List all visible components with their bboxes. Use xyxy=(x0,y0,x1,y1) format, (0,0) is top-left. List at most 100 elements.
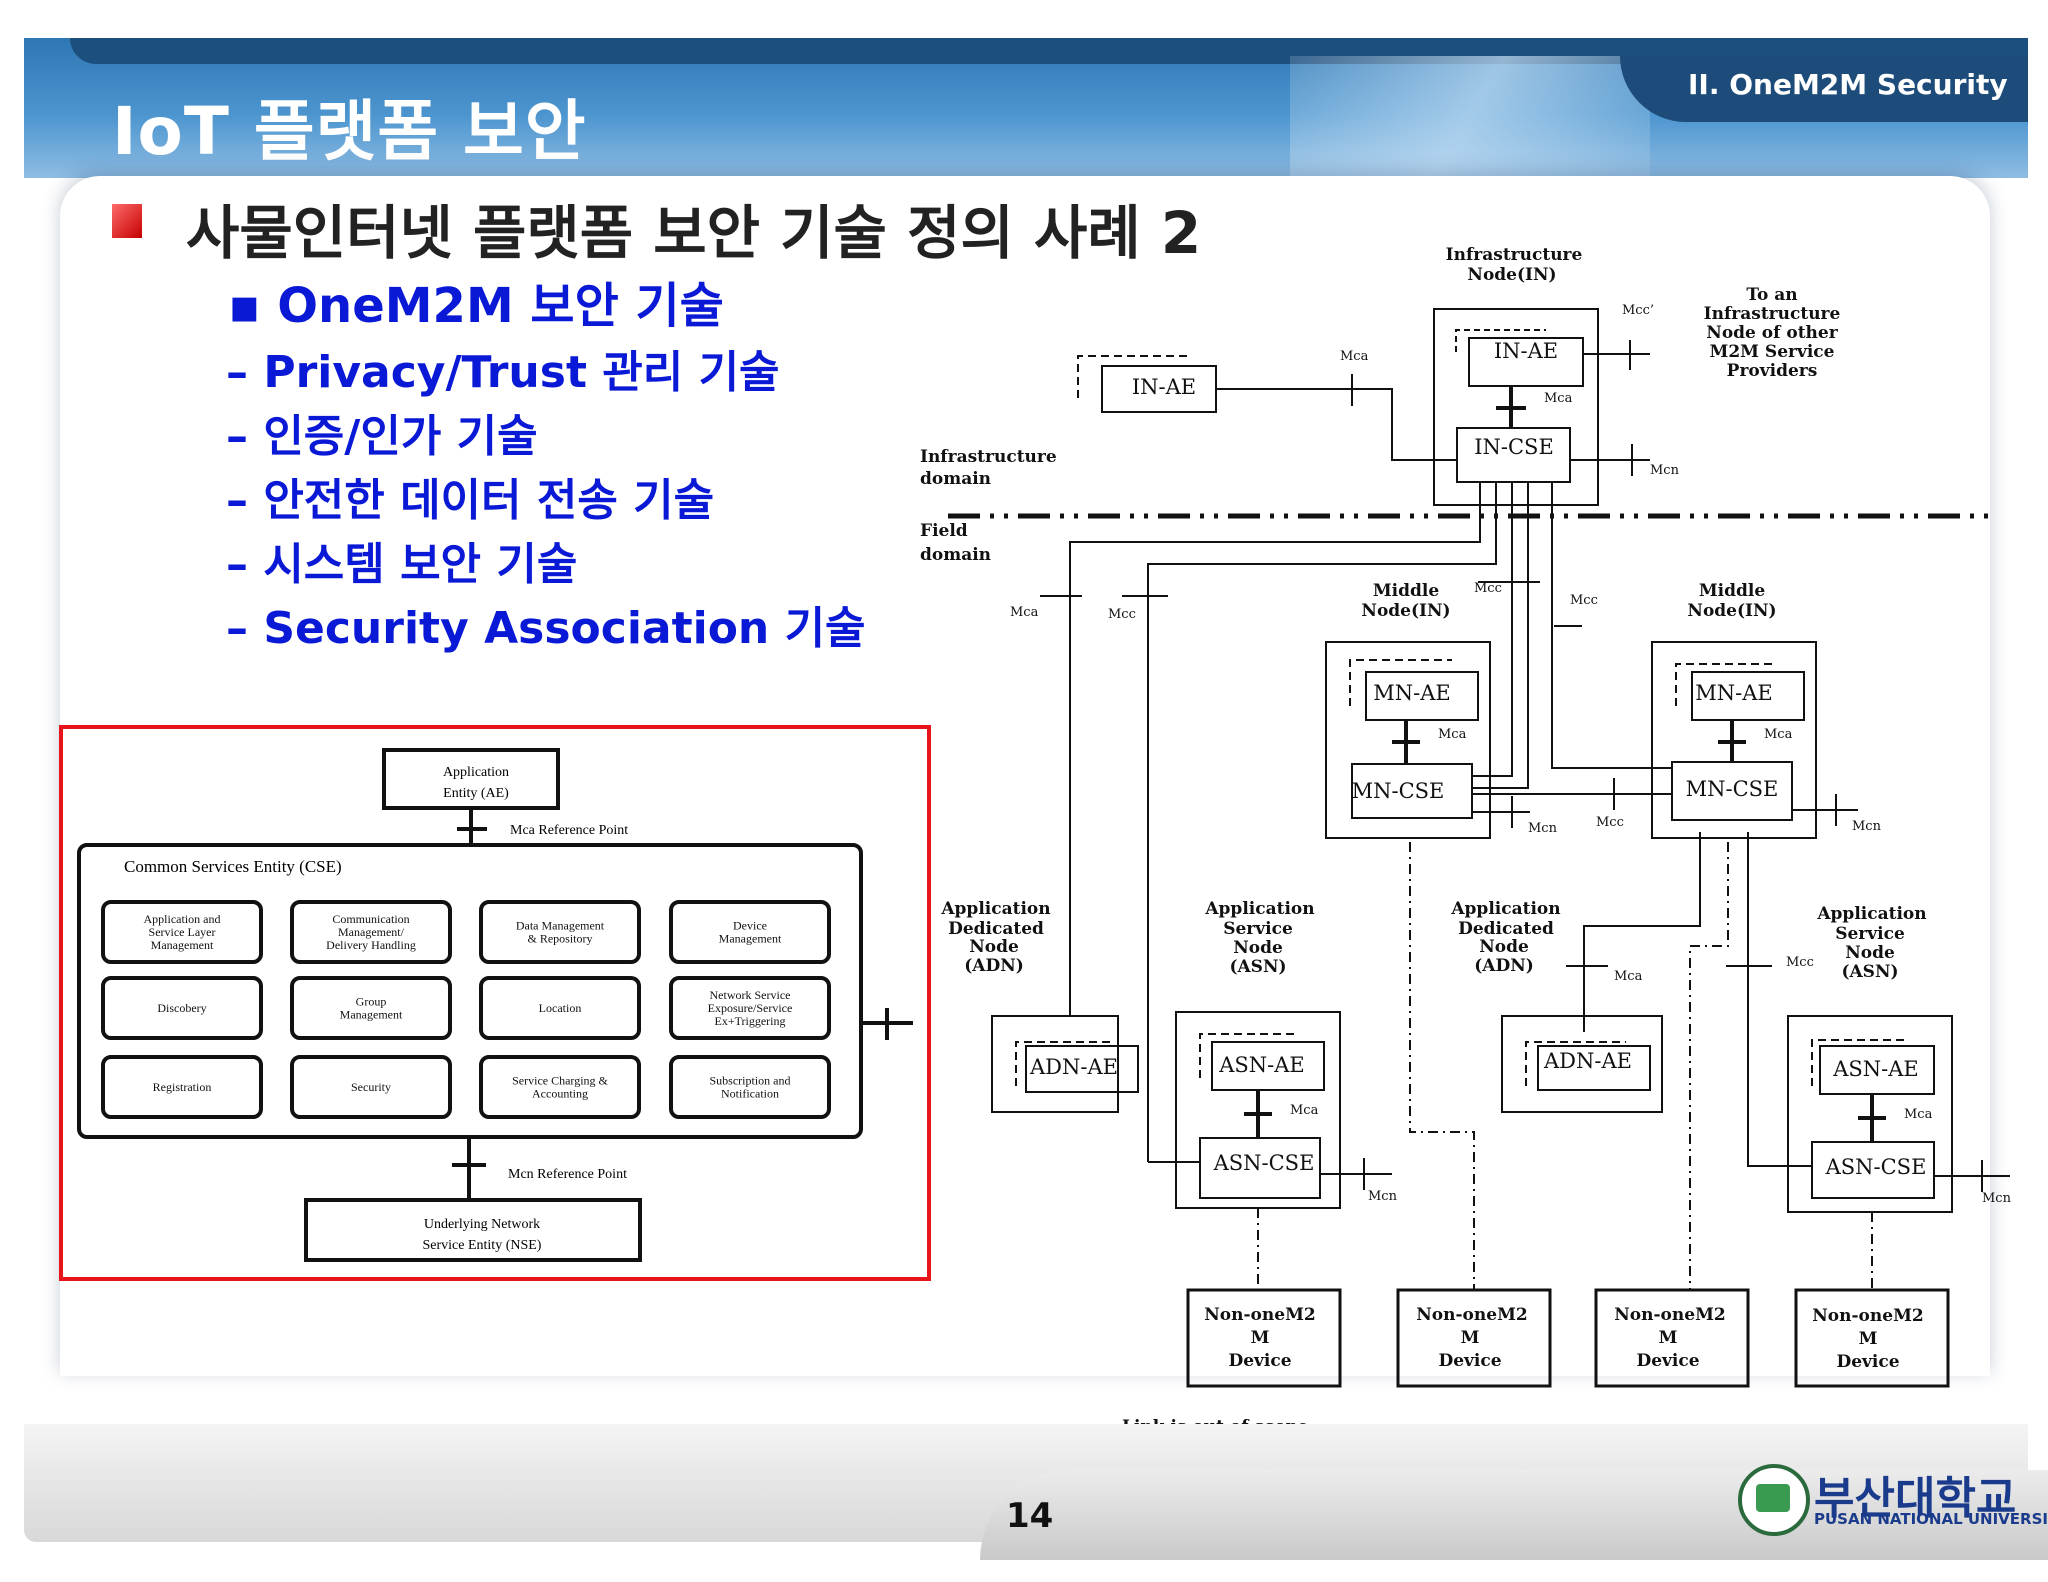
cse-module-label: Management xyxy=(151,938,214,952)
non-onem2m-label: M xyxy=(1251,1328,1270,1348)
list-item: – Security Association 기술 xyxy=(226,603,866,654)
cse-module-label: Service Charging & xyxy=(512,1074,608,1088)
cse-module-label: Registration xyxy=(153,1080,212,1094)
list-item: – 안전한 데이터 전송 기술 xyxy=(226,475,715,526)
asn-label: Application xyxy=(1204,899,1314,919)
middle-node-label: Middle xyxy=(1373,581,1440,601)
asn-label: (ASN) xyxy=(1229,957,1286,977)
cse-module-label: & Repository xyxy=(528,932,593,946)
asn-ae-box xyxy=(1211,1041,1325,1091)
mca-label: Mca xyxy=(1010,605,1039,620)
footer-curve xyxy=(980,1470,2048,1560)
in-ae-inner-box xyxy=(1468,337,1584,387)
mcn-label: Mcn xyxy=(1982,1191,2012,1206)
cse-module-label: Discobery xyxy=(157,1001,206,1015)
adn-label: Dedicated xyxy=(1458,919,1554,939)
adn-label: Node xyxy=(1479,937,1529,957)
mca-label: Mca xyxy=(1614,969,1643,984)
middle-node-box xyxy=(1325,641,1491,839)
cse-module-label: Communication xyxy=(332,912,409,926)
mca-label: Mca xyxy=(1764,727,1793,742)
cse-module-label: Management/ xyxy=(338,925,405,939)
cse-module-box xyxy=(479,1055,641,1119)
asn-label: (ASN) xyxy=(1841,962,1898,982)
asn-label: Node xyxy=(1233,938,1283,958)
sub-heading: ▪ OneM2M 보안 기술 xyxy=(228,278,724,334)
cse-module-box xyxy=(101,900,263,964)
cse-module-label: Accounting xyxy=(532,1087,588,1101)
cse-module-label: Exposure/Service xyxy=(708,1001,793,1015)
mcc-label: Mcc xyxy=(1786,955,1814,970)
non-onem2m-label: Non-oneM2 xyxy=(1416,1305,1527,1325)
cse-module-box xyxy=(290,976,452,1040)
mca-label: Mca xyxy=(1544,391,1573,406)
infrastructure-domain-label: domain xyxy=(920,469,991,489)
nse-label: Underlying Network xyxy=(424,1217,540,1232)
adn-label: Application xyxy=(940,899,1050,919)
asn-cse-label: ASN-CSE xyxy=(1825,1155,1927,1179)
cse-module-box xyxy=(101,976,263,1040)
non-onem2m-label: M xyxy=(1461,1328,1480,1348)
ae-label: Application xyxy=(443,765,509,780)
asn-label: Node xyxy=(1845,943,1895,963)
mca-label: Mca xyxy=(1438,727,1467,742)
cse-module-box xyxy=(101,1055,263,1119)
asn-ae-label: ASN-AE xyxy=(1218,1053,1305,1077)
cse-module-label: Subscription and xyxy=(710,1074,791,1088)
field-domain-label: Field xyxy=(920,521,968,541)
middle-node-label: Node(IN) xyxy=(1361,601,1450,621)
list-item: – Privacy/Trust 관리 기술 xyxy=(226,347,780,398)
adn-ae-box xyxy=(1025,1045,1139,1093)
adn-ae-label: ADN-AE xyxy=(1029,1055,1118,1079)
non-onem2m-label: Non-oneM2 xyxy=(1614,1305,1725,1325)
mn-ae-box xyxy=(1365,671,1479,721)
mca-label: Mca xyxy=(1904,1107,1933,1122)
asn-ae-box xyxy=(1819,1045,1935,1095)
cse-module-label: Delivery Handling xyxy=(326,938,416,952)
mcn-reference-label: Mcn Reference Point xyxy=(508,1167,627,1182)
non-onem2m-device-box xyxy=(1794,1288,1950,1388)
non-onem2m-device-box xyxy=(1186,1288,1342,1388)
mcc-prime-label: Mcc’ xyxy=(1622,303,1654,318)
cse-module-label: Service Layer xyxy=(149,925,216,939)
asn-node-box xyxy=(1787,1015,1953,1213)
asn-label: Service xyxy=(1835,924,1905,944)
other-provider-label: To an xyxy=(1746,285,1797,305)
nse-box xyxy=(304,1198,642,1262)
university-logo-text: 부산대학교 xyxy=(1814,1473,2017,1524)
non-onem2m-device-box xyxy=(1594,1288,1750,1388)
ae-label: Entity (AE) xyxy=(443,786,509,801)
cse-module-label: Management xyxy=(340,1008,403,1022)
cse-module-label: Data Management xyxy=(516,919,605,933)
adn-label: Dedicated xyxy=(948,919,1044,939)
mn-ae-label: MN-AE xyxy=(1695,681,1772,705)
mcn-label: Mcn xyxy=(1528,821,1558,836)
mn-cse-box xyxy=(1351,763,1473,819)
non-onem2m-label: Device xyxy=(1228,1351,1291,1371)
asn-label: Service xyxy=(1223,919,1293,939)
cse-module-label: Location xyxy=(539,1001,582,1015)
in-ae-label: IN-AE xyxy=(1494,339,1558,363)
mcc-label: Mcc xyxy=(1108,607,1136,622)
content-panel xyxy=(60,176,1990,1376)
other-provider-label: Providers xyxy=(1727,361,1818,381)
non-onem2m-label: Non-oneM2 xyxy=(1204,1305,1315,1325)
section-tab xyxy=(1620,56,2028,122)
in-node-label: Infrastructure xyxy=(1446,245,1583,265)
other-provider-label: M2M Service xyxy=(1710,342,1835,362)
cse-module-box xyxy=(290,1055,452,1119)
other-provider-label: Node of other xyxy=(1706,323,1838,343)
in-cse-label: IN-CSE xyxy=(1474,435,1554,459)
mcc-label: Mcc xyxy=(1596,815,1624,830)
in-node-box xyxy=(1433,308,1599,506)
mcc-label: Mcc xyxy=(1474,581,1502,596)
mn-cse-label: MN-CSE xyxy=(1352,779,1445,803)
nse-label: Service Entity (NSE) xyxy=(423,1238,542,1253)
section-label: II. OneM2M Security xyxy=(1688,68,2008,101)
header-decoration xyxy=(1290,56,1650,176)
cse-module-box xyxy=(669,1055,831,1119)
cse-module-box xyxy=(669,900,831,964)
non-onem2m-label: Device xyxy=(1636,1351,1699,1371)
